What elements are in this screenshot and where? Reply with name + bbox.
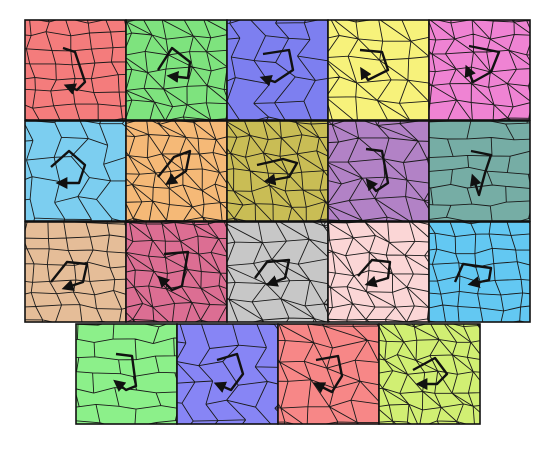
tile-background (227, 20, 328, 120)
tiling-tile (24, 221, 127, 323)
tiling-tile (176, 323, 279, 425)
tiling-tile (125, 221, 228, 323)
tiling-lines (328, 20, 429, 120)
tiling-tile (428, 19, 531, 121)
path-arrow (50, 149, 87, 189)
tile-background (328, 20, 429, 120)
path-arrow (357, 258, 392, 288)
tiling-tile (125, 120, 228, 222)
path-arrow (254, 258, 291, 287)
tile-background (25, 20, 126, 120)
path-arrow (412, 356, 449, 390)
tiling-lines (126, 222, 227, 322)
path-arrow (113, 352, 138, 392)
tiling-tile (75, 323, 178, 425)
path-arrow (312, 354, 344, 394)
tile-border (428, 221, 531, 323)
tile-border (428, 19, 531, 121)
tile-background (126, 20, 227, 120)
tiling-tile (327, 120, 430, 222)
tiling-tile (327, 221, 430, 323)
tile-border (428, 120, 531, 222)
path-arrow (256, 157, 299, 186)
path-arrow (464, 44, 501, 84)
tile-background (25, 121, 126, 221)
tiling-tile (226, 221, 329, 323)
tiling-lines (126, 20, 227, 120)
tiling-lines (429, 222, 530, 322)
tiling-tile (378, 323, 481, 425)
tiling-tile (428, 120, 531, 222)
path-arrow (62, 46, 87, 95)
tiling-tile (226, 19, 329, 121)
tiling-lines (328, 222, 429, 322)
tile-border (378, 323, 481, 425)
tiling-lines (25, 20, 126, 120)
tiling-tile (24, 19, 127, 121)
path-arrow (50, 260, 89, 292)
tiling-lines (227, 121, 328, 221)
path-arrow (156, 46, 192, 83)
tile-background (328, 121, 429, 221)
tiling-lines (126, 121, 227, 221)
path-arrow (469, 149, 493, 197)
path-arrow (213, 352, 245, 393)
path-arrow (359, 48, 390, 82)
tile-background (429, 121, 530, 221)
tiling-lines (429, 20, 530, 120)
tile-background (379, 324, 480, 424)
path-arrow (453, 262, 493, 289)
path-arrow (157, 250, 190, 292)
path-arrow (365, 147, 390, 193)
tiling-lines (379, 324, 480, 424)
tile-background (227, 121, 328, 221)
tiling-tile (428, 221, 531, 323)
tiling-lines (25, 222, 126, 322)
tiling-lines (177, 324, 278, 424)
tiling-lines (76, 324, 177, 424)
path-arrow (259, 48, 295, 87)
path-arrow (157, 149, 192, 185)
tile-background (429, 20, 530, 120)
tile-background (429, 222, 530, 322)
tiling-lines (278, 324, 379, 424)
